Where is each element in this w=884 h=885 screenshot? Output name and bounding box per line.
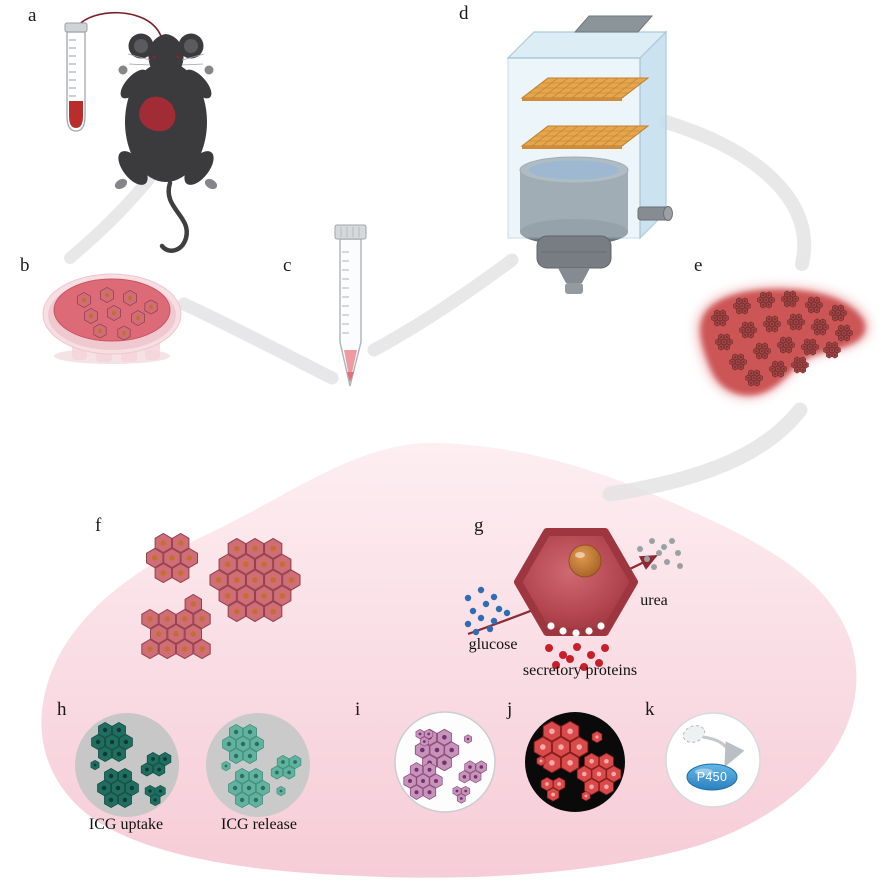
cell-pellet-liquid [344, 350, 357, 382]
secretion-vesicles [547, 622, 605, 637]
p450-label: P450 [696, 770, 728, 784]
organoid-clusters [141, 532, 301, 660]
icg-uptake-organoids [90, 721, 172, 809]
medium-surface [529, 160, 619, 180]
mouse-tail [159, 180, 190, 253]
reaction-arrow [702, 735, 745, 768]
urea-dots [637, 538, 683, 570]
icg-release-label: ICG release [221, 816, 297, 833]
panel-label-d: d [459, 3, 469, 24]
icg-uptake-label: ICG uptake [88, 816, 164, 833]
glucose-label: glucose [468, 636, 518, 653]
panel-label-h: h [57, 699, 67, 720]
flow-arrow-a-b [64, 172, 156, 264]
panel-label-a: a [28, 5, 37, 26]
panel-label-j: j [507, 699, 513, 720]
mouse-whiskers [127, 53, 205, 66]
petri-dish [42, 273, 182, 364]
panel-label-b: b [20, 255, 30, 276]
hepatocyte-cell [514, 528, 638, 636]
p450-enzyme [686, 763, 738, 791]
mouse-illustration [114, 33, 218, 253]
icg-release-organoids [221, 723, 302, 809]
hepatocyte-function-diagram [464, 528, 683, 671]
cap-ribs [340, 227, 360, 237]
blood-collection-tube [64, 11, 165, 132]
stained-organoids-dish [394, 711, 496, 813]
panel-label-f: f [95, 515, 102, 536]
fluorescent-organoids [533, 720, 622, 802]
flow-arrow-d-c [367, 253, 519, 357]
panel-label-g: g [474, 515, 484, 536]
stained-organoids [403, 728, 487, 804]
glucose-dots [464, 586, 511, 636]
bioreactor-lid [573, 15, 654, 33]
cell-nucleus [568, 544, 602, 578]
mesh-plate-bottom [520, 125, 650, 149]
panel-label-e: e [694, 255, 703, 276]
dish-organoids [77, 286, 158, 341]
mesh-plate-top [520, 77, 650, 101]
flow-arrow-d-e [659, 115, 812, 271]
liver-tissue [697, 287, 869, 398]
liver-organoids [711, 290, 853, 387]
panel-label-i: i [355, 699, 361, 720]
icg-uptake-dish [75, 713, 179, 817]
tube-graduations [342, 251, 349, 334]
bioreactor [506, 15, 673, 294]
icg-release-dish [206, 713, 310, 817]
substrate-molecule [682, 725, 706, 743]
flow-arrows [64, 115, 812, 502]
fluorescence-dish [525, 712, 625, 812]
conical-tube [334, 224, 367, 387]
panel-label-k: k [645, 699, 655, 720]
secretory-protein-dots [545, 643, 609, 671]
mouse-liver [139, 96, 176, 132]
p450-assay-dish [665, 712, 761, 808]
secretory-proteins-label: secretory proteins [522, 662, 638, 679]
tube-graduations [69, 39, 76, 97]
flow-arrow-e-f [602, 402, 808, 502]
flow-arrow-b-c [177, 297, 339, 385]
panel-label-c: c [283, 255, 292, 276]
urea-label: urea [640, 592, 668, 609]
